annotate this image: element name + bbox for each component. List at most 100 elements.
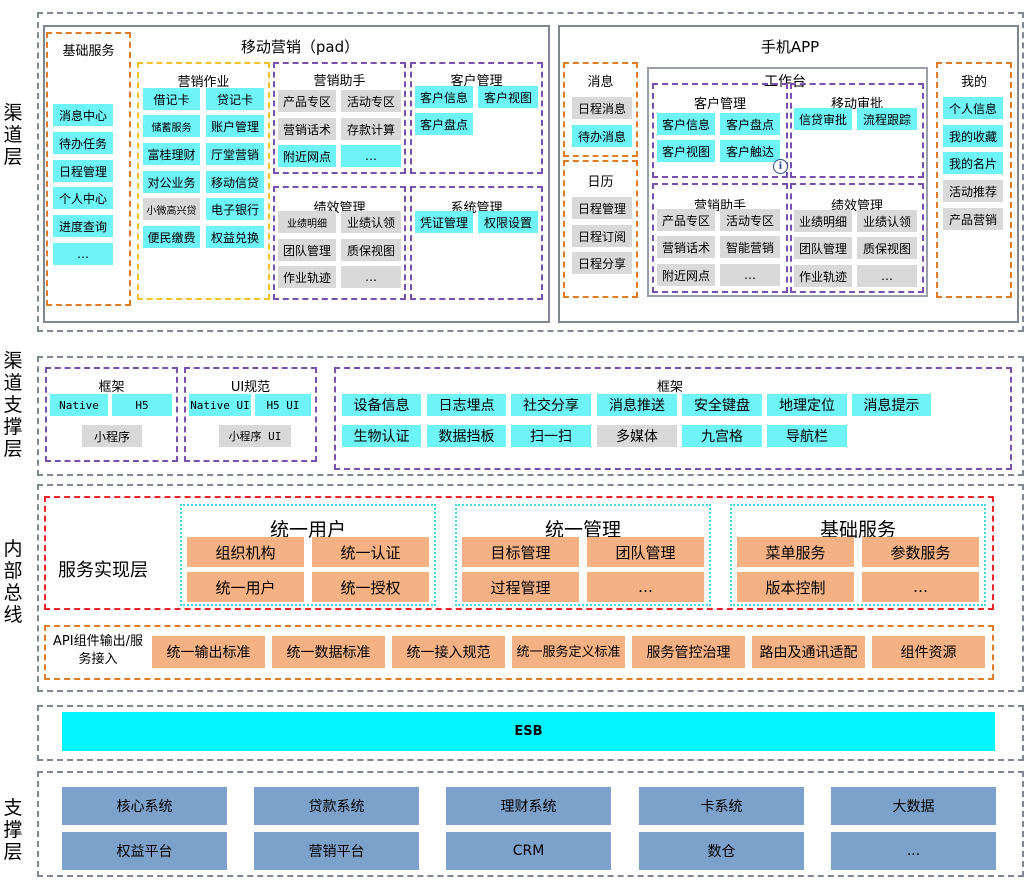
ui-spec-item[interactable]: 小程序 UI [219,425,291,447]
pad-marketing-assistant-item[interactable]: 附近网点 [278,145,336,167]
pad-marketing-assistant-item[interactable]: … [341,145,401,167]
framework-right-item[interactable]: 地理定位 [767,394,847,416]
pad-marketing-ops-item[interactable]: 借记卡 [143,88,200,110]
framework-right-item[interactable]: 消息提示 [852,394,931,416]
app-customer-mgmt-item[interactable]: 客户信息 [657,113,715,135]
app-calendar-item[interactable]: 日程分享 [572,252,632,274]
pad-basic-item[interactable]: 日程管理 [53,160,113,182]
app-calendar-item[interactable]: 日程订阅 [572,225,632,247]
app-customer-mgmt-item[interactable]: 客户盘点 [720,113,780,135]
app-marketing-assistant-item[interactable]: 营销话术 [657,236,715,258]
unified-user-item[interactable]: 统一用户 [187,572,304,602]
framework-left-item[interactable]: 小程序 [82,425,142,447]
app-performance-item[interactable]: 团队管理 [794,237,852,259]
app-message-item[interactable]: 待办消息 [572,125,632,147]
app-mine-item[interactable]: 活动推荐 [943,180,1003,202]
unified-mgmt-item[interactable]: 团队管理 [587,537,704,567]
pad-marketing-assistant-item[interactable]: 营销话术 [278,118,336,140]
pad-customer-mgmt-item[interactable]: 客户盘点 [415,113,473,135]
app-marketing-assistant-item[interactable]: 产品专区 [657,209,715,231]
pad-basic-item[interactable]: 待办任务 [53,132,113,154]
api-item[interactable]: 统一输出标准 [152,636,265,668]
pad-customer-mgmt-item[interactable]: 客户信息 [415,86,473,108]
app-customer-mgmt-item[interactable]: 客户视图 [657,140,715,162]
basic-services-item[interactable]: 参数服务 [862,537,979,567]
pad-marketing-assistant-item[interactable]: 活动专区 [341,90,401,112]
system-core[interactable]: 核心系统 [62,787,227,825]
pad-marketing-ops-item[interactable]: 富桂理财 [143,143,200,165]
pad-performance-item[interactable]: 业绩认领 [341,211,401,233]
pad-system-mgmt-item[interactable]: 凭证管理 [415,211,473,233]
app-calendar-item[interactable]: 日程管理 [572,197,632,219]
app-marketing-assistant-item[interactable]: 活动专区 [720,209,780,231]
system-bigdata[interactable]: 大数据 [831,787,996,825]
pad-marketing-ops-item[interactable]: 便民缴费 [143,226,200,248]
basic-services-item[interactable]: 版本控制 [737,572,854,602]
framework-right-item[interactable]: 安全键盘 [682,394,762,416]
pad-marketing-ops-item[interactable]: 对公业务 [143,171,200,193]
system-crm[interactable]: CRM [446,832,611,870]
framework-right-item[interactable]: 数据挡板 [427,425,506,447]
app-message-item[interactable]: 日程消息 [572,97,632,119]
framework-right-item[interactable]: 生物认证 [342,425,421,447]
framework-right-item[interactable]: 日志埋点 [427,394,506,416]
esb-bar[interactable]: ESB [62,712,995,751]
app-performance-item[interactable]: 业绩明细 [794,210,852,232]
system-rights[interactable]: 权益平台 [62,832,227,870]
framework-right-item[interactable]: 设备信息 [342,394,421,416]
framework-right-item[interactable]: 社交分享 [511,394,591,416]
pad-performance-item[interactable]: 作业轨迹 [278,266,336,288]
pad-marketing-ops-item[interactable]: 移动信贷 [206,171,264,193]
basic-services-item[interactable]: … [862,572,979,602]
app-mine-item[interactable]: 个人信息 [943,97,1003,119]
pad-marketing-assistant-item[interactable]: 存款计算 [341,118,401,140]
pad-marketing-ops-item[interactable]: 储蓄服务 [143,115,200,137]
system-dw[interactable]: 数仓 [639,832,804,870]
app-mine-item[interactable]: 我的收藏 [943,125,1003,147]
framework-right-item[interactable]: 扫一扫 [511,425,591,447]
app-performance-item[interactable]: … [857,265,917,287]
pad-marketing-ops-item[interactable]: 账户管理 [206,115,264,137]
pad-performance-item[interactable]: 质保视图 [341,239,401,261]
unified-mgmt-item[interactable]: … [587,572,704,602]
pad-system-mgmt-item[interactable]: 权限设置 [478,211,538,233]
framework-right-item[interactable]: 九宫格 [682,425,762,447]
api-item[interactable]: 组件资源 [872,636,985,668]
framework-right-item[interactable]: 多媒体 [597,425,677,447]
pad-performance-item[interactable]: 团队管理 [278,239,336,261]
framework-left-item[interactable]: Native [50,394,108,416]
pad-marketing-assistant-item[interactable]: 产品专区 [278,90,336,112]
system-marketing[interactable]: 营销平台 [254,832,419,870]
system-more[interactable]: ... [831,832,996,870]
app-marketing-assistant-item[interactable]: … [720,264,780,286]
system-wealth[interactable]: 理财系统 [446,787,611,825]
pad-basic-item[interactable]: … [53,243,113,265]
framework-right-item[interactable]: 消息推送 [597,394,677,416]
system-card[interactable]: 卡系统 [639,787,804,825]
api-item[interactable]: 路由及通讯适配 [752,636,865,668]
app-marketing-assistant-item[interactable]: 智能营销 [720,236,780,258]
api-item[interactable]: 服务管控治理 [632,636,745,668]
unified-mgmt-item[interactable]: 目标管理 [462,537,579,567]
unified-user-item[interactable]: 统一授权 [312,572,429,602]
info-icon[interactable]: i [773,159,788,174]
pad-performance-item[interactable]: 业绩明细 [278,211,336,233]
pad-marketing-ops-item[interactable]: 小微高兴贷 [143,198,200,220]
pad-basic-item[interactable]: 消息中心 [53,104,113,126]
pad-basic-item[interactable]: 个人中心 [53,187,113,209]
unified-user-item[interactable]: 统一认证 [312,537,429,567]
framework-right-item[interactable]: 导航栏 [767,425,847,447]
pad-marketing-ops-item[interactable]: 厅堂营销 [206,143,264,165]
app-mine-item[interactable]: 我的名片 [943,152,1003,174]
app-mine-item[interactable]: 产品营销 [943,208,1003,230]
app-performance-item[interactable]: 作业轨迹 [794,265,852,287]
api-item[interactable]: 统一服务定义标准 [512,636,625,668]
unified-mgmt-item[interactable]: 过程管理 [462,572,579,602]
api-item[interactable]: 统一数据标准 [272,636,385,668]
pad-performance-item[interactable]: … [341,266,401,288]
pad-customer-mgmt-item[interactable]: 客户视图 [478,86,538,108]
app-performance-item[interactable]: 质保视图 [857,237,917,259]
framework-left-item[interactable]: H5 [112,394,172,416]
app-mobile-approval-item[interactable]: 信贷审批 [794,108,852,130]
basic-services-item[interactable]: 菜单服务 [737,537,854,567]
